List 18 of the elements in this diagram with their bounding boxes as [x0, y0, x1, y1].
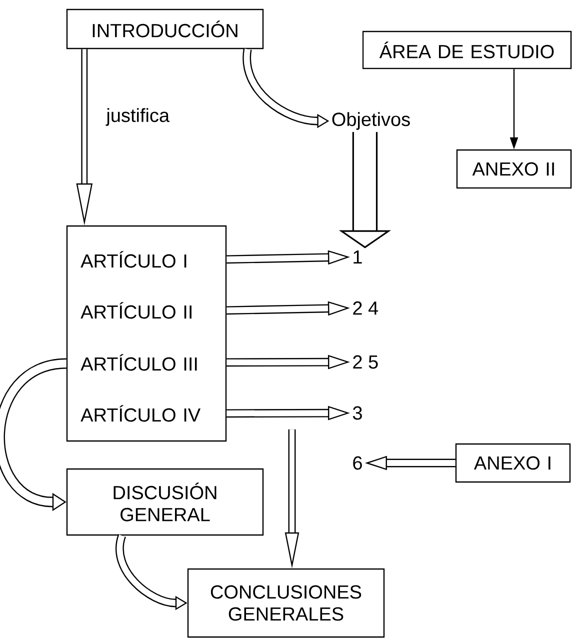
process-box: ANEXO I	[455, 443, 571, 483]
number-label: 6	[353, 456, 362, 470]
process-box: INTRODUCCIÓN	[66, 8, 264, 50]
article-box	[66, 225, 227, 442]
number-label: 3	[352, 406, 362, 420]
process-box: ÁREA DE ESTUDIO	[362, 30, 572, 70]
text-label: ARTÍCULO II	[80, 302, 192, 319]
text-label: ARTÍCULO III	[80, 354, 197, 371]
text-label: ARTÍCULO IV	[80, 405, 200, 422]
edge-label: justifica	[105, 107, 171, 127]
process-box: ANEXO II	[456, 149, 572, 189]
process-box: CONCLUSIONES GENERALES	[187, 568, 385, 638]
number-label: 2 5	[353, 355, 378, 369]
text-label: ARTÍCULO I	[80, 251, 186, 268]
number-label: 1	[354, 250, 362, 264]
number-label: 2 4	[353, 301, 378, 315]
text-label: Objetivos	[332, 112, 410, 130]
process-box: DISCUSIÓN GENERAL	[66, 468, 264, 536]
